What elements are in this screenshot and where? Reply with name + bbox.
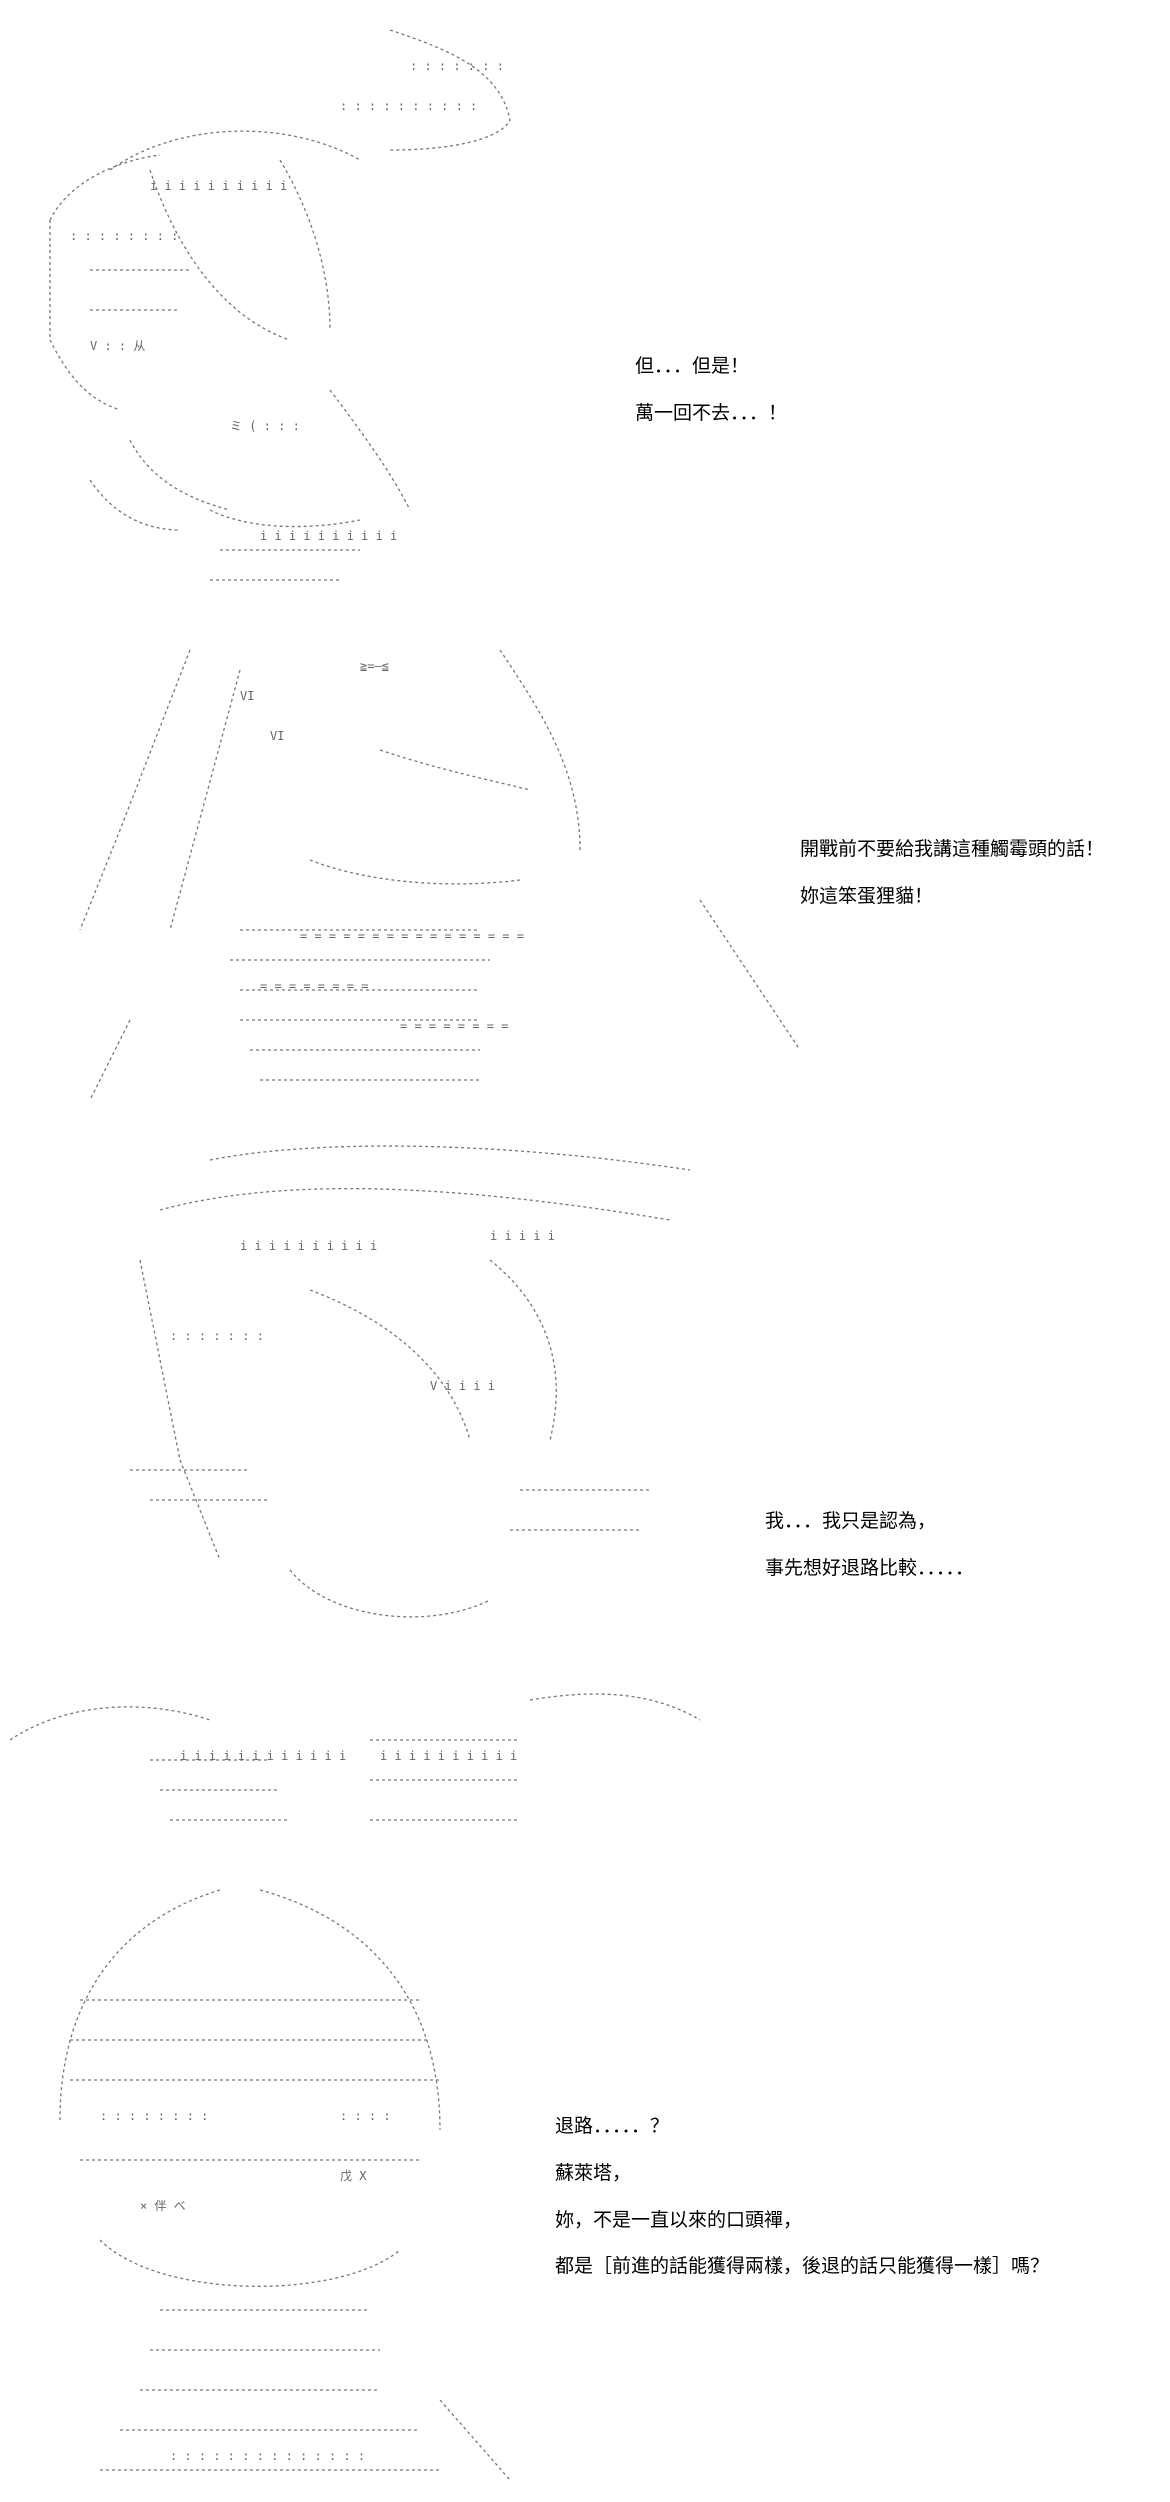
dialogue-box: 但．．．但是！ 萬一回不去．．．！ bbox=[635, 355, 787, 425]
svg-text:: : : : : : : :: : : : : : : : : bbox=[70, 229, 178, 243]
svg-text:= = = = = = = =: = = = = = = = = bbox=[400, 1019, 508, 1033]
svg-text:i i i i i i i i i i: i i i i i i i i i i bbox=[380, 1749, 517, 1763]
ascii-art-character-2: VI VI ≧=—≦ = = = = = = = = = = = = = = =… bbox=[60, 630, 820, 1120]
dialogue-line: 退路．．．．．？ bbox=[555, 2115, 670, 2137]
svg-text:VI: VI bbox=[270, 729, 284, 743]
svg-text:: : : : : : : : : : : : : :: : : : : : : : : : : : : : : bbox=[170, 2449, 365, 2463]
dialogue-line: 萬一回不去．．．！ bbox=[635, 401, 788, 424]
panel-1: : : : : : : : : : : : : : : : : : i i i … bbox=[0, 0, 1170, 620]
ascii-art-character-1: : : : : : : : : : : : : : : : : : i i i … bbox=[30, 10, 540, 600]
svg-text:= = = = = = = = = = = = = = =: = = = = = = = = = = = = = = = = bbox=[300, 929, 524, 943]
svg-text:≧=—≦: ≧=—≦ bbox=[360, 659, 389, 673]
panel-4: : : : : : : : : : : : : × 伴 ベ 戊 X : : : … bbox=[0, 1870, 1170, 2502]
svg-text:: : : :: : : : : bbox=[340, 2109, 391, 2123]
dialogue-box: 退路．．．．．？ 蘇萊塔， 妳，不是一直以來的口頭禪， 都是［前進的話能獲得兩樣… bbox=[555, 2115, 1049, 2278]
svg-text:i i i i i i i i i i: i i i i i i i i i i bbox=[260, 529, 397, 543]
svg-text:V : : 从: V : : 从 bbox=[90, 339, 145, 353]
ascii-art-character-4: : : : : : : : : : : : : × 伴 ベ 戊 X : : : … bbox=[40, 1880, 530, 2490]
svg-text:: : : : : : : : : :: : : : : : : : : : : bbox=[340, 99, 477, 113]
svg-text:戊 X: 戊 X bbox=[340, 2169, 367, 2183]
dialogue-box: 我．．．我只是認為， 事先想好退路比較．．．．． bbox=[765, 1510, 974, 1580]
svg-text:: : : : : : : :: : : : : : : : : bbox=[100, 2109, 208, 2123]
dialogue-line: 我．．．我只是認為， bbox=[765, 1510, 937, 1532]
dialogue-box: 開戰前不要給我講這種觸霉頭的話！ 妳這笨蛋狸貓！ bbox=[800, 838, 1104, 908]
dialogue-line: 都是［前進的話能獲得兩樣，後退的話只能獲得一樣］嗎？ bbox=[555, 2255, 1050, 2278]
svg-text:i i i i i: i i i i i bbox=[490, 1229, 555, 1243]
panel-3: i i i i i i i i i i i i i i i : : : : : … bbox=[0, 1130, 1170, 1870]
dialogue-line: 妳，不是一直以來的口頭禪， bbox=[555, 2208, 803, 2231]
svg-text:VI: VI bbox=[240, 689, 254, 703]
svg-text:ミ ( : : :: ミ ( : : : bbox=[230, 419, 300, 433]
ascii-art-character-3: i i i i i i i i i i i i i i i : : : : : … bbox=[10, 1140, 710, 1860]
svg-text:: : : : : : :: : : : : : : : bbox=[170, 1329, 264, 1343]
svg-text:: : : : : : :: : : : : : : : bbox=[410, 59, 504, 73]
svg-text:× 伴 ベ: × 伴 ベ bbox=[140, 2199, 186, 2213]
svg-text:i i i i i i i i i i: i i i i i i i i i i bbox=[240, 1239, 377, 1253]
panel-2: VI VI ≧=—≦ = = = = = = = = = = = = = = =… bbox=[0, 620, 1170, 1130]
dialogue-line: 事先想好退路比較．．．．． bbox=[765, 1556, 975, 1579]
dialogue-line: 但．．．但是！ bbox=[635, 355, 750, 377]
svg-text:= = = = = = = =: = = = = = = = = bbox=[260, 979, 368, 993]
svg-text:i i i i i i i i i i i i: i i i i i i i i i i i i bbox=[180, 1749, 346, 1763]
svg-text:V i i i i: V i i i i bbox=[430, 1379, 495, 1393]
dialogue-line: 蘇萊塔， bbox=[555, 2161, 632, 2184]
dialogue-line: 開戰前不要給我講這種觸霉頭的話！ bbox=[800, 838, 1105, 860]
svg-text:i i i i i i i i i i: i i i i i i i i i i bbox=[150, 179, 287, 193]
dialogue-line: 妳這笨蛋狸貓！ bbox=[800, 884, 934, 907]
